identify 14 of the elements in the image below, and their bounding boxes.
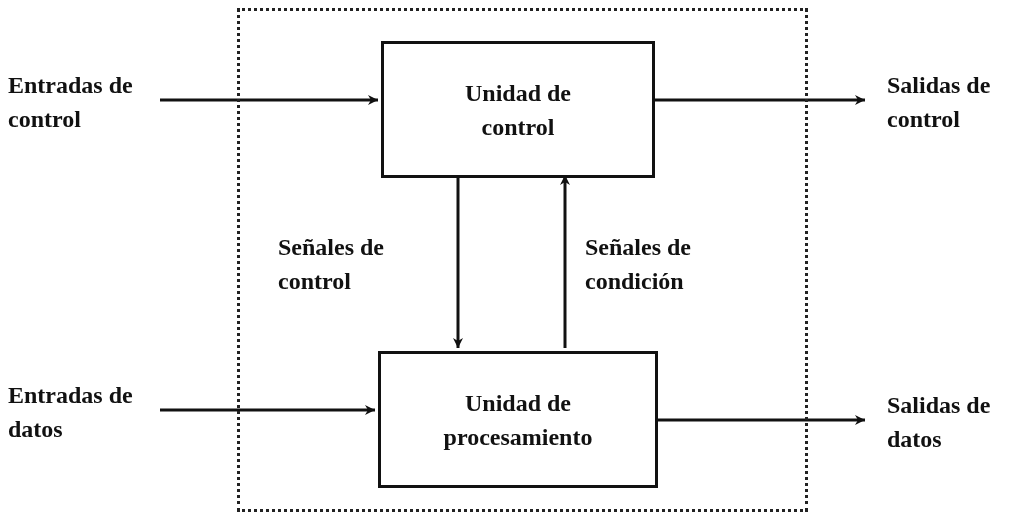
box-label: Unidad de control bbox=[463, 78, 572, 142]
io-label: Salidas de control bbox=[887, 71, 992, 134]
io-label: Entradas de datos bbox=[8, 381, 133, 444]
arrow bbox=[453, 175, 463, 348]
io-label: Salidas de datos bbox=[887, 391, 992, 454]
arrow bbox=[160, 95, 378, 105]
process-box bbox=[378, 351, 658, 488]
arrow bbox=[160, 405, 375, 415]
box-label: Unidad de procesamiento bbox=[442, 388, 594, 452]
arrow bbox=[652, 95, 865, 105]
arrow bbox=[560, 175, 570, 348]
process-box bbox=[381, 41, 655, 178]
arrow bbox=[655, 415, 865, 425]
io-label: Entradas de control bbox=[8, 71, 133, 134]
